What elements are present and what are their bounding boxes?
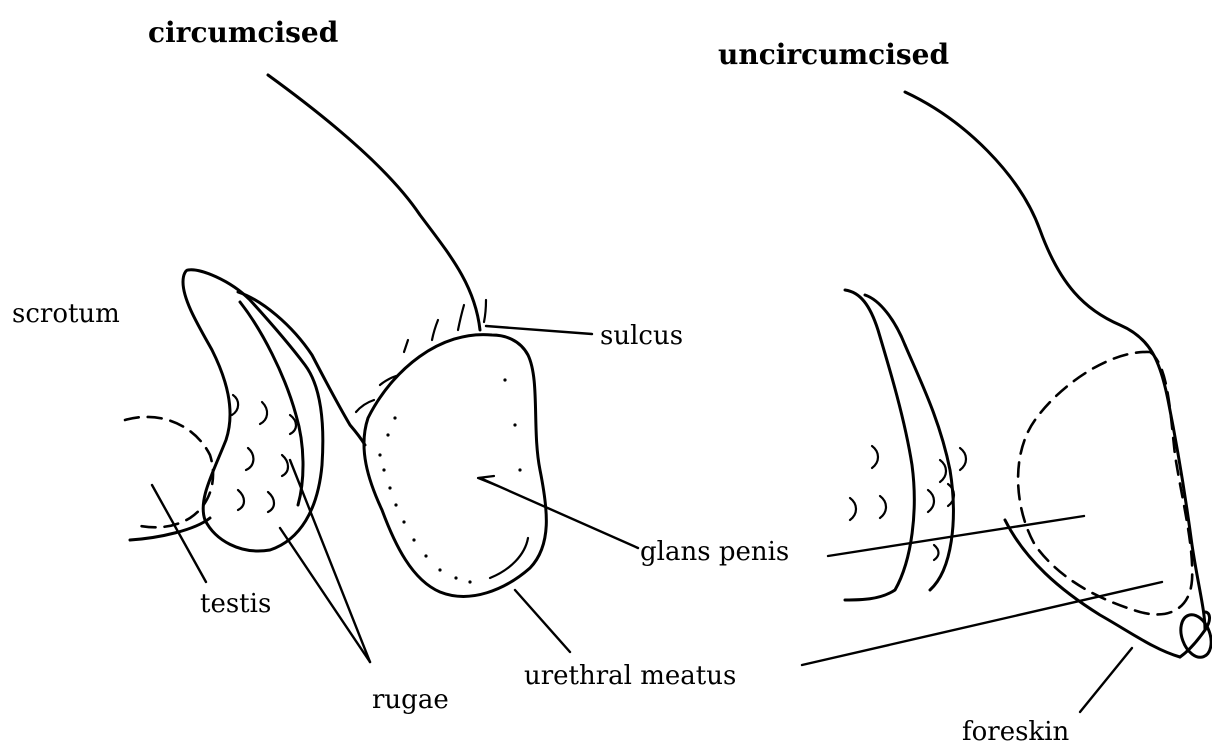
foreskin-leader [1080,648,1132,712]
uncircumcised-scrotum-outline [845,290,914,600]
testis-leader [152,485,206,582]
label-testis: testis [200,589,271,619]
label-rugae: rugae [372,685,449,715]
circumcised-shaft-outline [268,75,480,330]
heading-uncircumcised: uncircumcised [718,38,949,71]
leader-lines [152,326,1162,712]
glans-leader-left [480,478,638,548]
circumcised-figure [125,75,546,596]
label-scrotum: scrotum [12,299,120,329]
label-urethral-meatus: urethral meatus [524,661,736,691]
rugae-strokes [232,395,296,512]
scrotum-shaft-connector [238,292,365,445]
label-glans-penis: glans penis [640,537,789,567]
label-sulcus: sulcus [600,321,683,351]
foreskin-opening [1175,611,1212,662]
label-foreskin: foreskin [962,717,1070,747]
sulcus-leader [486,326,592,334]
testis-dashed-outline [125,417,213,527]
uncircumcised-figure [845,92,1212,661]
heading-circumcised: circumcised [148,16,338,49]
scrotum-base-line [130,518,210,540]
scrotum-outline [183,270,323,551]
meatus-leader-left [515,590,570,652]
meatus-leader-right [802,582,1162,665]
uncircumcised-shaft-connector [865,295,905,345]
glans-leader-right [828,516,1084,556]
circumcised-meatus-detail [490,538,528,578]
